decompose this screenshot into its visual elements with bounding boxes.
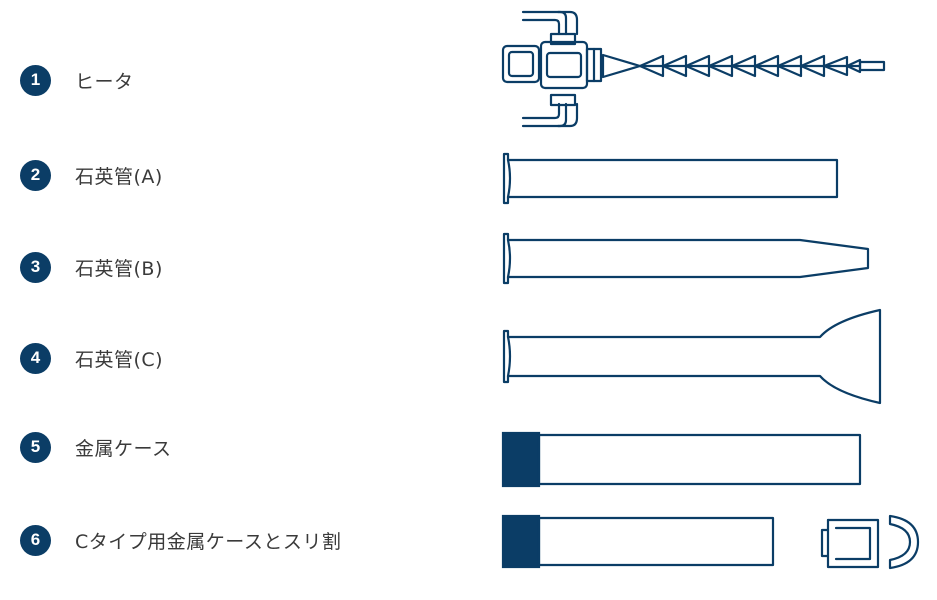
part-label-5: 金属ケース [75, 437, 172, 460]
number-badge-4: 4 [20, 342, 51, 374]
part-row-1: 1 ヒータ [20, 60, 134, 100]
c-type-metal-case-slit-icon [501, 514, 920, 570]
heater-icon [501, 10, 886, 128]
number-badge-6: 6 [20, 524, 51, 556]
part-row-6: 6 Cタイプ用金属ケースとスリ割 [20, 520, 341, 560]
number-badge-2: 2 [20, 159, 51, 191]
part-label-6: Cタイプ用金属ケースとスリ割 [75, 530, 342, 553]
part-label-2: 石英管(A) [75, 165, 163, 188]
number-badge-5: 5 [20, 431, 51, 463]
part-row-3: 3 石英管(B) [20, 247, 163, 287]
number-badge-3: 3 [20, 251, 51, 283]
part-row-5: 5 金属ケース [20, 427, 172, 467]
metal-case-icon [501, 431, 862, 488]
quartz-tube-b-icon [502, 232, 870, 285]
part-label-1: ヒータ [75, 70, 134, 93]
number-badge-1: 1 [20, 64, 51, 96]
part-label-4: 石英管(C) [75, 348, 164, 371]
quartz-tube-c-icon [502, 308, 882, 405]
part-row-4: 4 石英管(C) [20, 338, 163, 378]
part-label-3: 石英管(B) [75, 257, 163, 280]
quartz-tube-a-icon [502, 152, 839, 205]
part-row-2: 2 石英管(A) [20, 155, 163, 195]
